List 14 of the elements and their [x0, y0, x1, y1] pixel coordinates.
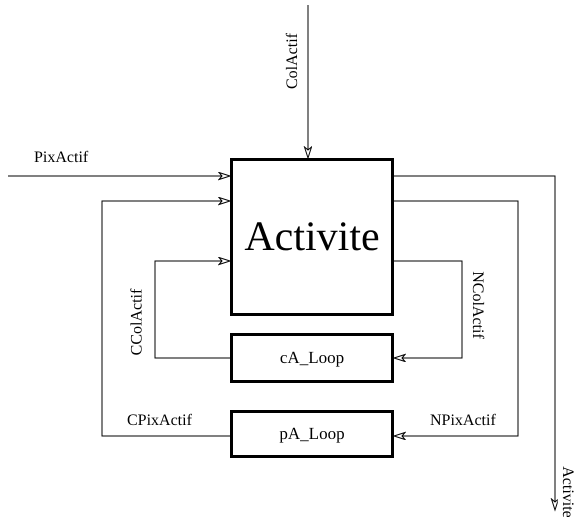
arrow	[394, 176, 559, 510]
arrow	[154, 257, 230, 358]
arrow	[102, 197, 230, 436]
node-label: Activite	[244, 213, 380, 261]
process-box	[230, 158, 394, 316]
process-box	[230, 333, 394, 383]
arrow	[394, 200, 518, 440]
node-label: pA_Loop	[279, 424, 345, 444]
arrow	[394, 260, 462, 362]
process-box	[230, 410, 394, 458]
arrow	[8, 172, 230, 180]
edge-label: Activite	[558, 465, 576, 517]
arrow	[304, 4, 312, 158]
node-label: cA_Loop	[280, 348, 344, 368]
